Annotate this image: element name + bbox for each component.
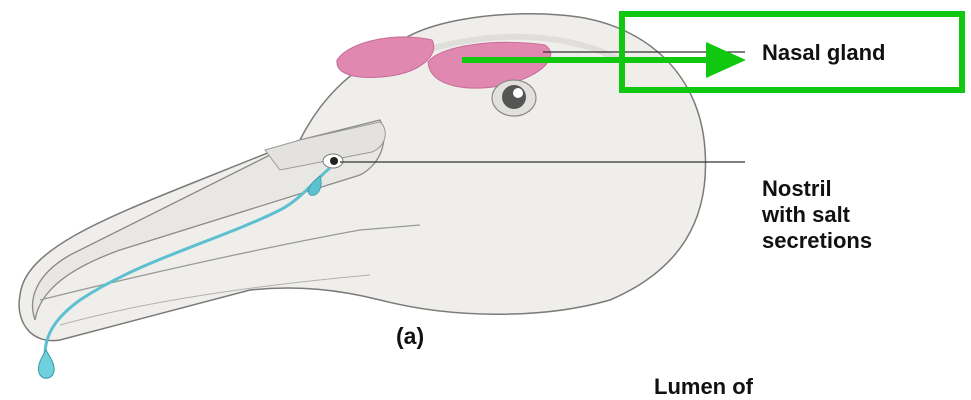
lumen-label: Lumen of — [654, 374, 753, 400]
nostril-label-line: with salt — [762, 202, 962, 228]
figure-caption: (a) — [396, 323, 424, 349]
eye-icon — [492, 80, 536, 116]
nostril-label-line: secretions — [762, 228, 962, 254]
nostril-label: Nostril with salt secretions — [762, 176, 962, 254]
nasal-gland-label: Nasal gland — [762, 40, 885, 66]
nostril-icon — [323, 154, 343, 168]
nostril-label-line: Nostril — [762, 176, 962, 202]
drop-icon — [38, 350, 54, 378]
